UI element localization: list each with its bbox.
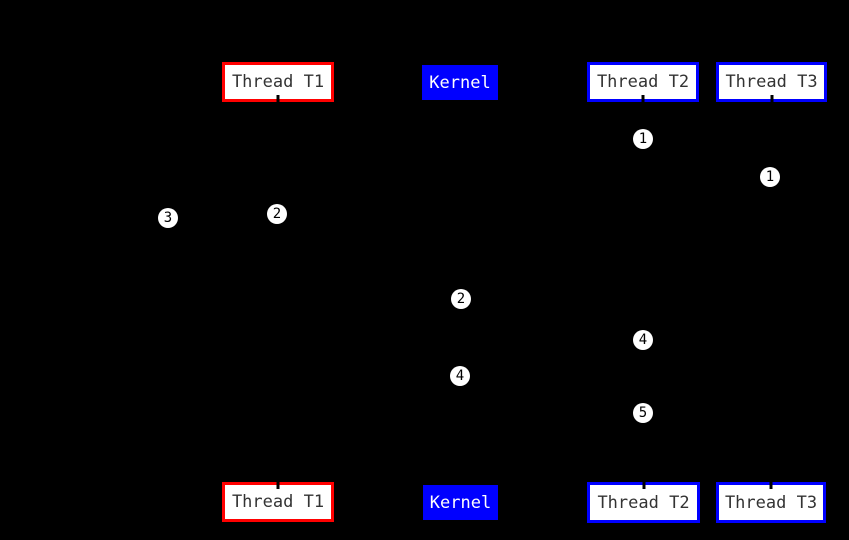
step-badge-1: 1: [633, 129, 653, 149]
participant-thread-t1-top: Thread T1: [222, 62, 334, 103]
participant-label: Thread T1: [231, 72, 325, 92]
lifeline-stub: [641, 95, 645, 103]
participant-label: Kernel: [429, 72, 491, 93]
participant-kernel-top: Kernel: [422, 65, 498, 100]
participant-label: Kernel: [429, 492, 492, 513]
participant-label: Thread T3: [725, 72, 818, 92]
participant-thread-t1-bottom: Thread T1: [222, 481, 334, 522]
step-badge-2: 2: [267, 204, 287, 224]
participant-thread-t3-top: Thread T3: [716, 62, 827, 103]
lifeline-stub: [770, 95, 773, 103]
participant-thread-t2-bottom: Thread T2: [587, 481, 700, 523]
participant-thread-t2-top: Thread T2: [587, 62, 699, 103]
participant-kernel-bottom: Kernel: [423, 485, 498, 520]
lifeline-stub: [642, 481, 645, 489]
step-badge-4: 4: [633, 330, 653, 350]
lifeline-stub: [276, 481, 280, 489]
participant-label: Thread T3: [724, 492, 818, 513]
lifeline-stub: [769, 481, 773, 489]
participant-label: Thread T2: [596, 72, 690, 92]
participant-label: Thread T1: [231, 492, 325, 512]
step-badge-4b: 4: [450, 366, 470, 386]
step-badge-1b: 1: [760, 167, 780, 187]
lifeline-stub: [276, 95, 280, 103]
step-badge-2b: 2: [451, 289, 471, 309]
participant-label: Thread T2: [597, 492, 690, 513]
step-badge-3: 3: [158, 208, 178, 228]
step-badge-5: 5: [633, 403, 653, 423]
participant-thread-t3-bottom: Thread T3: [716, 481, 826, 523]
